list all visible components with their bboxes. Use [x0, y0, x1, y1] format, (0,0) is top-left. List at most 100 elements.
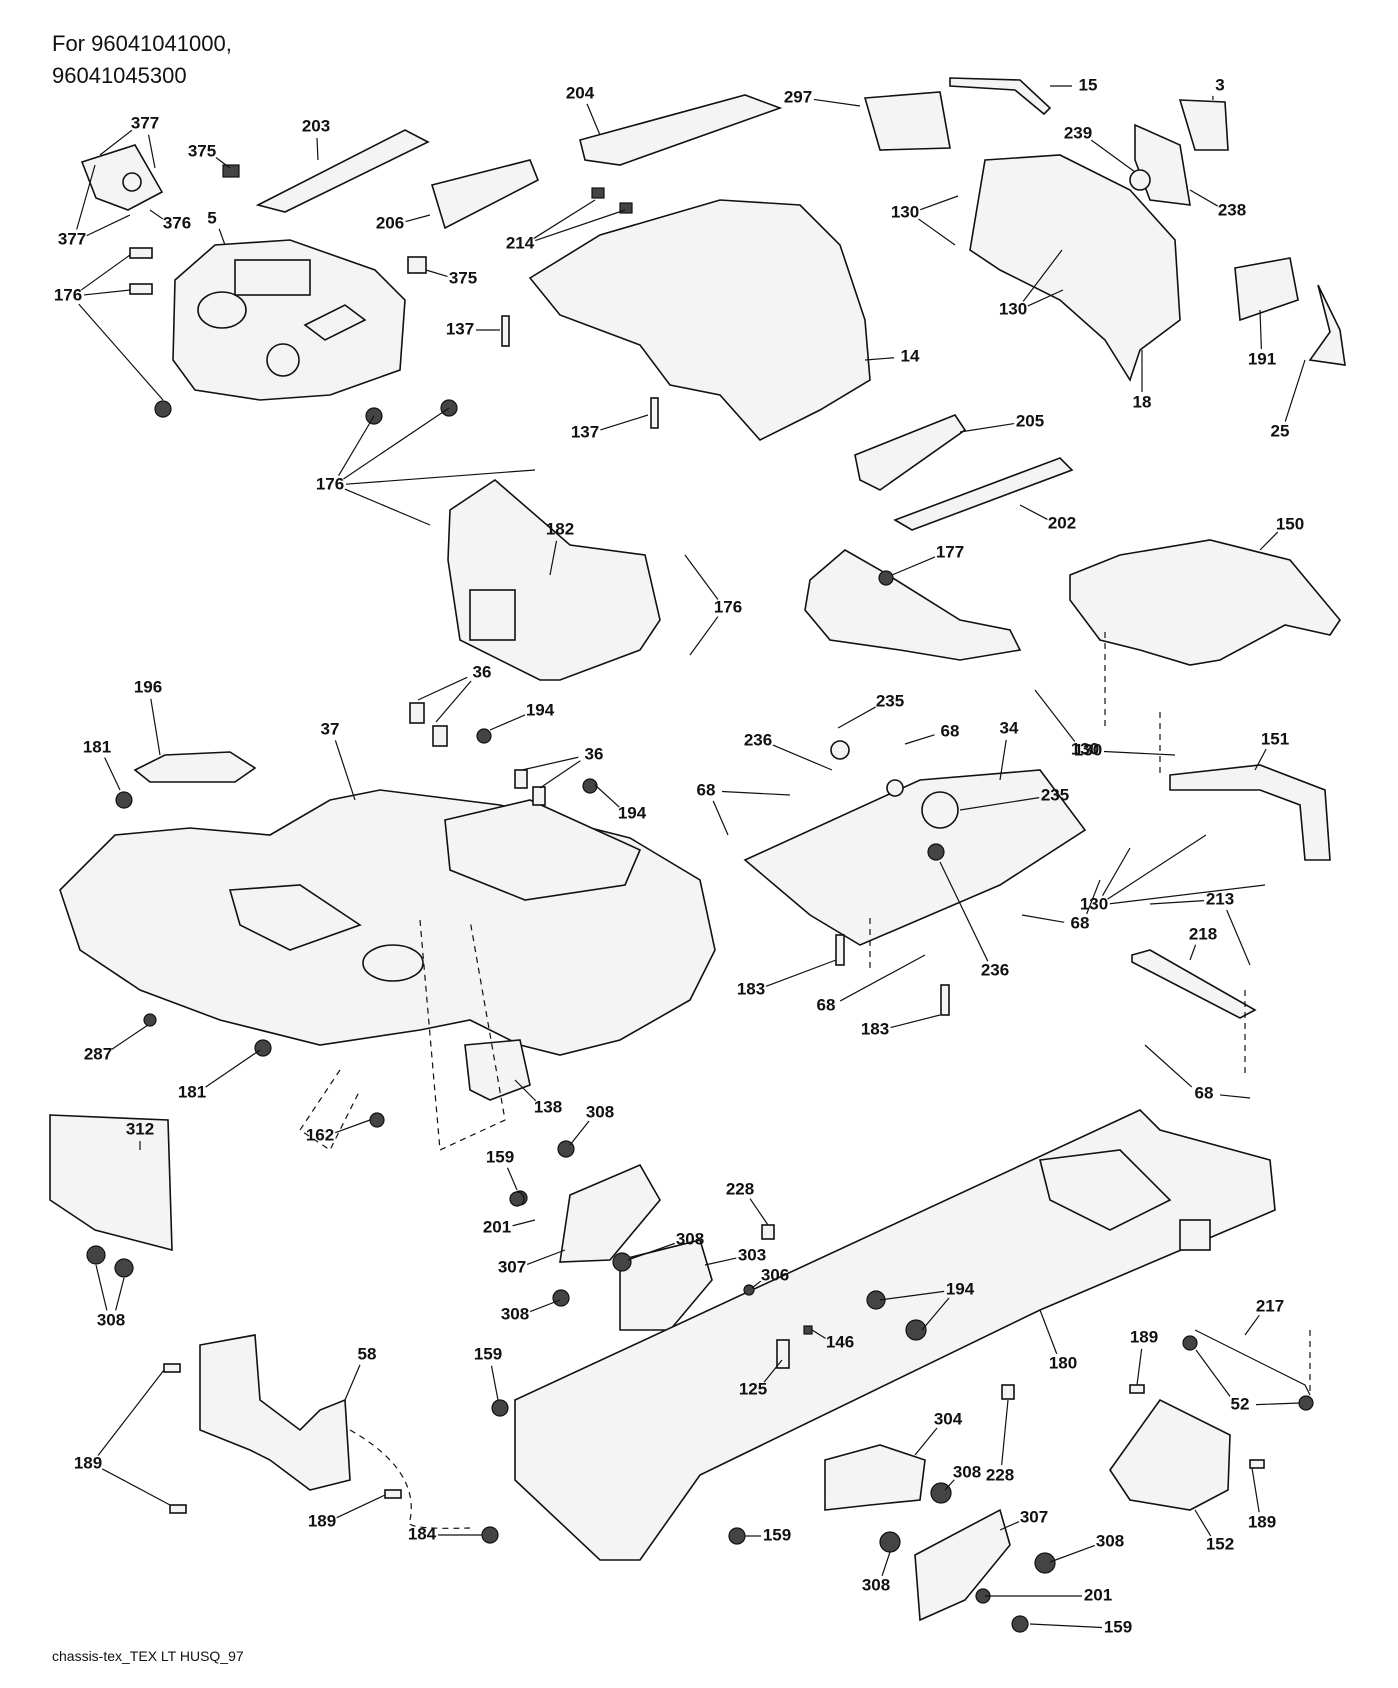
part-34-plate	[743, 769, 1087, 946]
callout-312: 312	[126, 1119, 154, 1138]
callout-151: 151	[1261, 729, 1289, 748]
callout-137-2: 137	[571, 422, 599, 441]
callout-18: 18	[1133, 392, 1152, 411]
callout-5: 5	[207, 208, 216, 227]
leader-213-1-1	[1149, 900, 1205, 905]
callout-58: 58	[358, 1344, 377, 1363]
callout-375-2: 375	[449, 268, 477, 287]
callout-287: 287	[84, 1044, 112, 1063]
leader-228-1-1	[749, 1198, 769, 1226]
callout-68-2: 68	[697, 780, 716, 799]
leader-205-1-1	[959, 422, 1015, 433]
callout-130-4: 130	[1080, 894, 1108, 913]
leader-181-1-1	[104, 757, 121, 791]
leader-181-2-1	[205, 1049, 261, 1088]
callout-130-3: 130	[1071, 739, 1099, 758]
part-150-tank-support	[1069, 539, 1341, 666]
callout-308-4: 308	[97, 1310, 125, 1329]
part-15-strip	[949, 77, 1052, 116]
part-151-bracket	[1169, 764, 1331, 861]
callout-68-3: 68	[1071, 913, 1090, 932]
callout-176-2: 176	[316, 474, 344, 493]
leader-375-2-1	[425, 269, 448, 277]
callout-177: 177	[936, 542, 964, 561]
leader-235-2-1	[959, 797, 1040, 811]
callout-14: 14	[901, 346, 920, 365]
leader-34-1-1	[999, 739, 1007, 781]
callout-191: 191	[1248, 349, 1276, 368]
part-175-bracket	[804, 549, 1022, 661]
callout-308-6: 308	[1096, 1531, 1124, 1550]
leader-152-1-1	[1194, 1509, 1212, 1537]
callout-307-1: 307	[498, 1257, 526, 1276]
leader-159-4-1	[1029, 1623, 1103, 1629]
leader-130-4-3	[1109, 884, 1266, 905]
leader-5-1-1	[218, 228, 226, 246]
callout-235-1: 235	[876, 691, 904, 710]
callout-189-2: 189	[308, 1511, 336, 1530]
leader-lines	[76, 85, 1306, 1629]
leader-37-1-1	[334, 740, 356, 801]
leader-376-1-1	[149, 209, 164, 220]
leader-176-2-3	[345, 469, 536, 485]
leader-138-1-1	[514, 1079, 537, 1102]
leader-68-3-1	[1086, 879, 1101, 915]
callout-15: 15	[1079, 75, 1098, 94]
callout-130-5: 130	[1074, 740, 1102, 759]
leader-176-3-2	[689, 616, 719, 656]
leader-36-2-2	[539, 760, 581, 789]
leader-239-1-1	[1090, 139, 1136, 173]
model-header: For 96041041000, 96041045300	[52, 28, 232, 92]
part-14-hood	[528, 199, 871, 441]
callout-206: 206	[376, 213, 404, 232]
leader-297-1-1	[813, 98, 861, 107]
leader-307-1-1	[526, 1249, 566, 1266]
leader-176-2-2	[343, 407, 450, 480]
leader-130-1-1	[920, 195, 959, 211]
leader-191-1-1	[1259, 309, 1262, 350]
leader-307-2-1	[999, 1521, 1020, 1531]
callout-236-2: 236	[981, 960, 1009, 979]
part-304-bracket	[824, 1444, 926, 1511]
leader-194-3-2	[921, 1297, 950, 1331]
callout-130-1: 130	[891, 202, 919, 221]
leader-377-2-1	[76, 164, 96, 230]
leader-308-5-1	[944, 1479, 955, 1491]
callout-159-4: 159	[1104, 1617, 1132, 1636]
leader-36-1-2	[435, 680, 472, 723]
leader-176-2-1	[338, 415, 375, 477]
part-138-boot	[464, 1039, 531, 1101]
callout-213: 213	[1206, 889, 1234, 908]
leader-304-1-1	[914, 1427, 938, 1456]
leader-203-1-1	[316, 137, 319, 161]
leader-228-2-1	[1001, 1399, 1009, 1466]
callout-181-1: 181	[83, 737, 111, 756]
leader-36-2-1	[521, 756, 579, 771]
callout-176-1: 176	[54, 285, 82, 304]
diagram-caption: chassis-tex_TEX LT HUSQ_97	[52, 1648, 244, 1664]
leader-201-1-1	[512, 1219, 536, 1227]
leader-308-3-1	[529, 1299, 561, 1313]
callout-34: 34	[1000, 718, 1019, 737]
leader-176-2-4	[344, 488, 431, 526]
callout-376: 376	[163, 213, 191, 232]
leader-183-1-1	[765, 959, 837, 987]
leader-68-2-1	[721, 790, 791, 796]
part-191-insert	[1234, 257, 1299, 322]
callout-307-2: 307	[1020, 1507, 1048, 1526]
leader-303-1-1	[704, 1257, 737, 1266]
part-182-panel	[447, 478, 661, 681]
leader-306-1-1	[751, 1280, 762, 1289]
part-204-cover	[579, 94, 783, 166]
leader-130-2-2	[1022, 249, 1063, 302]
part-297-insert	[863, 91, 951, 151]
leader-194-1-1	[489, 714, 526, 731]
leader-52-1-2	[1255, 1402, 1301, 1406]
leader-204-1-1	[586, 103, 601, 136]
callout-201-2: 201	[1084, 1585, 1112, 1604]
leader-137-2-1	[600, 414, 649, 431]
leader-236-2-1	[939, 861, 989, 962]
leader-58-1-1	[344, 1364, 361, 1401]
leader-130-4-1	[1102, 847, 1131, 896]
